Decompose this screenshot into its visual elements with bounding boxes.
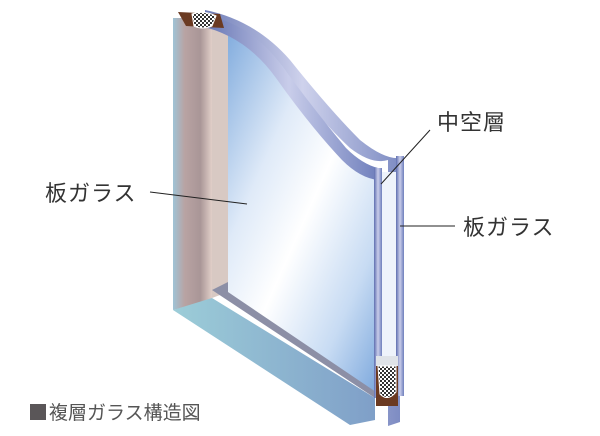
- leader-left-pane: [149, 191, 248, 205]
- label-air-layer: 中空層: [437, 111, 507, 136]
- diagram-caption: 複層ガラス構造図: [30, 398, 201, 425]
- caption-text: 複層ガラス構造図: [49, 402, 201, 424]
- label-right-glass-pane: 板ガラス: [463, 216, 555, 241]
- square-bullet-icon: [30, 404, 46, 420]
- leader-air-layer: [380, 129, 431, 185]
- label-left-glass-pane: 板ガラス: [45, 182, 137, 207]
- frame-left-side: [173, 18, 212, 310]
